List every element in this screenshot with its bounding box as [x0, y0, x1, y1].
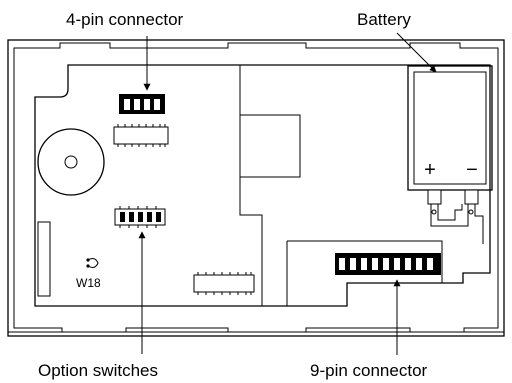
battery: + − [407, 65, 493, 244]
edge-strip [37, 221, 51, 297]
enclosure [7, 39, 505, 337]
battery-plus-sign: + [424, 159, 436, 181]
label-four-pin-connector: 4-pin connector [66, 10, 184, 29]
jumper-w18: W18 [76, 258, 101, 290]
speaker-icon [37, 128, 105, 196]
circuit-board [34, 64, 491, 307]
ic-chip [113, 124, 169, 147]
battery-minus-sign: − [466, 159, 478, 181]
four-pin-connector [119, 94, 165, 114]
leader-battery [396, 32, 437, 73]
jumper-label: W18 [76, 276, 101, 290]
label-battery: Battery [357, 10, 411, 29]
label-option-switches: Option switches [38, 361, 158, 380]
ic-chip-lower [193, 272, 255, 295]
label-nine-pin-connector: 9-pin connector [310, 361, 428, 380]
option-switch-block [114, 206, 166, 228]
nine-pin-connector [335, 253, 441, 275]
